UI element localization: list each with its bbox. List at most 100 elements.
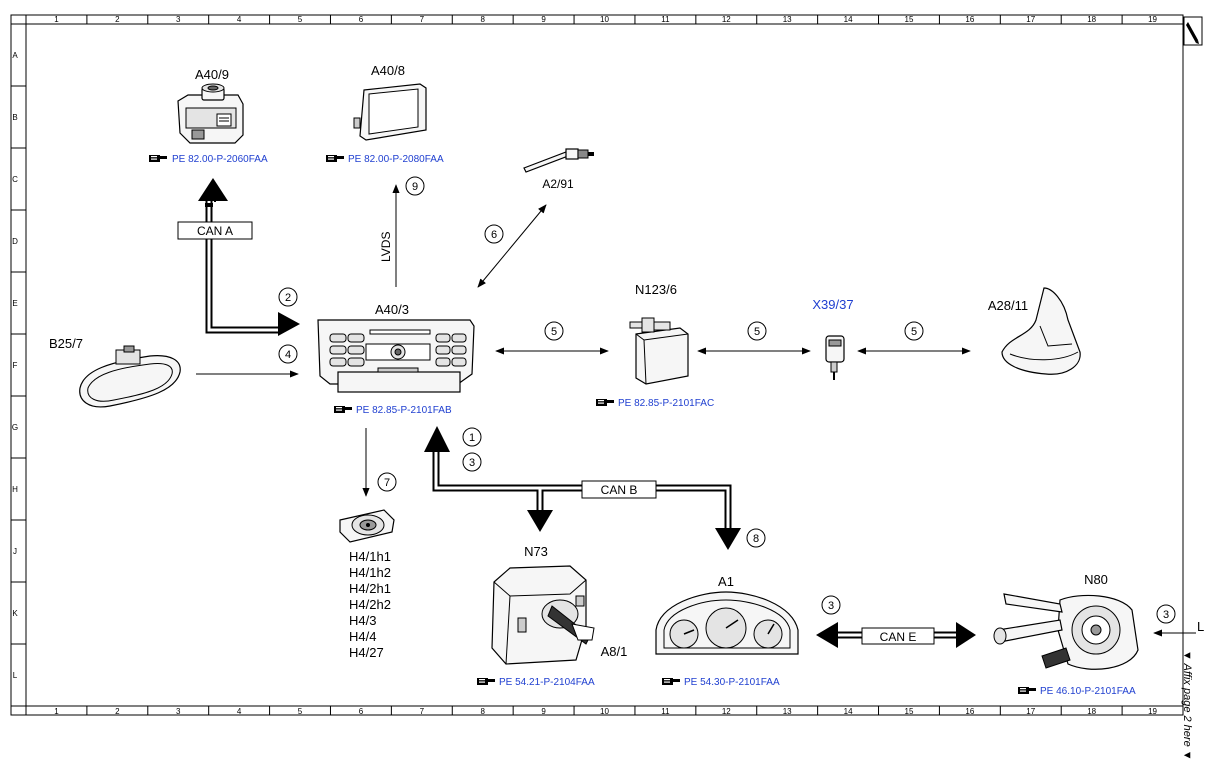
a1-code: A1 (718, 574, 734, 589)
component-a40-8: A40/8 PE 82.00-P-2080FAA (326, 63, 444, 165)
grid-column-label: 19 (1148, 707, 1157, 716)
can-e-label: CAN E (861, 627, 935, 645)
grid-column-label: 7 (420, 707, 425, 716)
pointing-hand-icon (477, 678, 495, 685)
grid-column-label: 3 (176, 15, 181, 24)
a2-91-code: A2/91 (542, 177, 574, 191)
grid-row-label: E (12, 299, 17, 308)
n80-reference[interactable]: PE 46.10-P-2101FAA (1040, 686, 1136, 697)
lvds-label: LVDS (379, 232, 393, 262)
svg-text:CAN E: CAN E (880, 630, 917, 644)
step-markers: 2 4 9 6 5 5 5 1 3 7 8 3 3 (278, 176, 1176, 624)
grid-column-label: 16 (965, 15, 974, 24)
grid-column-label: 6 (359, 707, 364, 716)
a40-8-reference[interactable]: PE 82.00-P-2080FAA (348, 154, 444, 165)
step-marker: 5 (544, 321, 564, 341)
grid-row-label: L (13, 671, 18, 680)
step-marker: 9 (405, 176, 425, 196)
component-x39-37: X39/37 (812, 297, 854, 380)
step-marker: 1 (462, 427, 482, 447)
connector-illustration (825, 335, 845, 380)
a40-9-code: A40/9 (195, 67, 229, 82)
svg-text:3: 3 (1163, 609, 1169, 621)
grid-row-label: J (13, 547, 17, 556)
grid-column-label: 17 (1026, 707, 1035, 716)
svg-text:CAN A: CAN A (197, 224, 233, 238)
svg-text:5: 5 (551, 326, 557, 338)
n123-6-reference[interactable]: PE 82.85-P-2101FAC (618, 398, 714, 409)
svg-text:3: 3 (469, 457, 475, 469)
grid-column-label: 10 (600, 707, 609, 716)
grid-column-label: 8 (480, 707, 485, 716)
grid-row-label: C (12, 175, 18, 184)
grid-column-label: 12 (722, 15, 731, 24)
pointing-hand-icon (149, 155, 167, 162)
component-b25-7: B25/7 (49, 336, 181, 408)
pointing-hand-icon (662, 678, 680, 685)
head-unit-illustration (317, 319, 475, 393)
grid-row-label: F (13, 361, 18, 370)
grid-row-label: B (12, 113, 17, 122)
affix-page-note: ▼ Affix page 2 here ▼ (1181, 650, 1193, 761)
component-n123-6: N123/6 PE 82.85-P-2101FAC (596, 282, 714, 409)
a1-reference[interactable]: PE 54.30-P-2101FAA (684, 677, 780, 688)
grid-column-label: 2 (115, 15, 120, 24)
speaker-code: H4/1h1 (349, 549, 391, 564)
n73-reference[interactable]: PE 54.21-P-2104FAA (499, 677, 595, 688)
grid-column-label: 15 (905, 707, 914, 716)
a8-1-code: A8/1 (601, 644, 628, 659)
speaker-code: H4/3 (349, 613, 376, 628)
step-marker: 7 (377, 472, 397, 492)
speaker-code: H4/2h1 (349, 581, 391, 596)
grid-row-label: K (12, 609, 18, 618)
grid-column-label: 2 (115, 707, 120, 716)
pencil-edit-icon[interactable] (1183, 16, 1203, 46)
shark-fin-antenna-illustration (1001, 287, 1081, 375)
grid-column-label: 17 (1026, 15, 1035, 24)
grid-column-label: 11 (661, 707, 670, 716)
grid-column-label: 19 (1148, 15, 1157, 24)
b25-7-code: B25/7 (49, 336, 83, 351)
a40-3-reference[interactable]: PE 82.85-P-2101FAB (356, 405, 452, 416)
svg-text:6: 6 (491, 229, 497, 241)
connector-letter: L (1197, 619, 1204, 634)
grid-column-label: 18 (1087, 707, 1096, 716)
speaker-code: H4/27 (349, 645, 384, 660)
step-marker: 6 (484, 224, 504, 244)
ignition-switch-illustration (491, 565, 595, 665)
step-marker: 2 (278, 287, 298, 307)
a28-11-code: A28/11 (988, 298, 1028, 313)
pointing-hand-icon (596, 399, 614, 406)
grid-row-label: G (12, 423, 18, 432)
steering-column-module-illustration (993, 593, 1139, 670)
can-a-label: CAN A (177, 221, 253, 240)
step-marker: 3 (1156, 604, 1176, 624)
svg-text:5: 5 (754, 326, 760, 338)
n80-code: N80 (1084, 572, 1108, 587)
svg-text:9: 9 (412, 181, 418, 193)
grid-column-label: 18 (1087, 15, 1096, 24)
svg-text:CAN B: CAN B (601, 483, 638, 497)
a40-9-reference[interactable]: PE 82.00-P-2060FAA (172, 154, 268, 165)
step-marker: 8 (746, 528, 766, 548)
frame (10, 14, 1184, 716)
n123-6-code: N123/6 (635, 282, 677, 297)
grid-column-label: 9 (541, 15, 546, 24)
speaker-code: H4/1h2 (349, 565, 391, 580)
step-marker: 3 (821, 595, 841, 615)
component-a1: A1 PE 54.30-P-2101FAA (655, 574, 799, 688)
component-a40-3: A40/3 PE 82.85-P-2101FAB (317, 302, 475, 416)
component-a40-9: A40/9 PE 82.00-P-2060FAA (149, 67, 268, 165)
svg-text:1: 1 (469, 432, 475, 444)
n73-code: N73 (524, 544, 548, 559)
rearview-mirror-illustration (79, 345, 181, 408)
step-marker: 5 (904, 321, 924, 341)
grid-column-label: 13 (783, 15, 792, 24)
component-a2-91: A2/91 (523, 148, 594, 191)
can-b-label: CAN B (581, 480, 657, 499)
grid-column-label: 16 (965, 707, 974, 716)
pointing-hand-icon (334, 406, 352, 413)
